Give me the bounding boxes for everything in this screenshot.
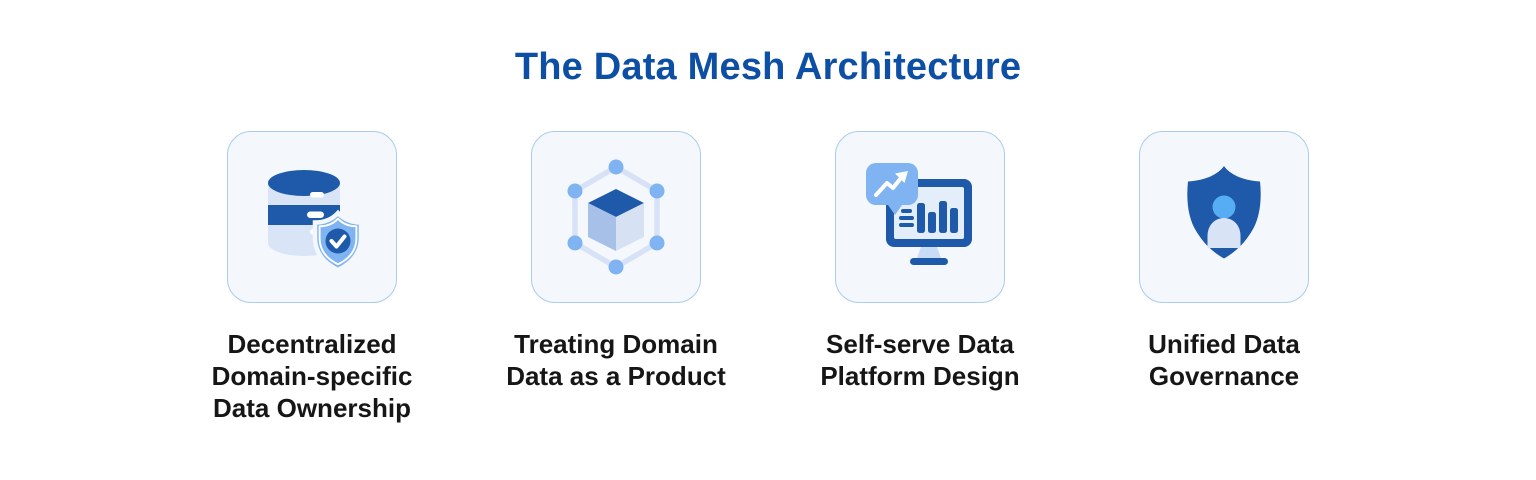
card-label-data-product: Treating Domain Data as a Product <box>506 328 726 392</box>
card-label-ownership: Decentralized Domain-specific Data Owner… <box>212 328 413 424</box>
analytics-monitor-icon <box>866 163 972 265</box>
card-column-data-product: Treating Domain Data as a Product <box>506 131 726 424</box>
icon-card-platform <box>835 131 1005 303</box>
label-line: Self-serve Data <box>826 329 1014 359</box>
label-line: Decentralized <box>227 329 397 359</box>
label-line: Data Ownership <box>213 393 411 423</box>
database-shield-check-icon <box>268 170 364 273</box>
icon-card-data-product <box>531 131 701 303</box>
icon-card-ownership <box>227 131 397 303</box>
label-line: Domain-specific <box>211 361 413 391</box>
card-column-platform: Self-serve Data Platform Design <box>820 131 1020 424</box>
label-line: Platform Design <box>820 361 1020 391</box>
card-column-governance: Unified Data Governance <box>1139 131 1309 424</box>
icon-card-governance <box>1139 131 1309 303</box>
cards-row: Decentralized Domain-specific Data Owner… <box>0 131 1536 424</box>
page-title: The Data Mesh Architecture <box>514 46 1022 88</box>
cube-network-icon <box>567 159 665 275</box>
card-column-ownership: Decentralized Domain-specific Data Owner… <box>212 131 412 424</box>
label-line: Governance <box>1148 361 1300 391</box>
label-line: Unified Data <box>1148 329 1300 359</box>
label-line: Data as a Product <box>506 361 726 391</box>
label-line: Treating Domain <box>514 329 718 359</box>
card-label-governance: Unified Data Governance <box>1148 328 1300 392</box>
shield-user-icon <box>1187 166 1261 259</box>
card-label-platform: Self-serve Data Platform Design <box>820 328 1019 392</box>
